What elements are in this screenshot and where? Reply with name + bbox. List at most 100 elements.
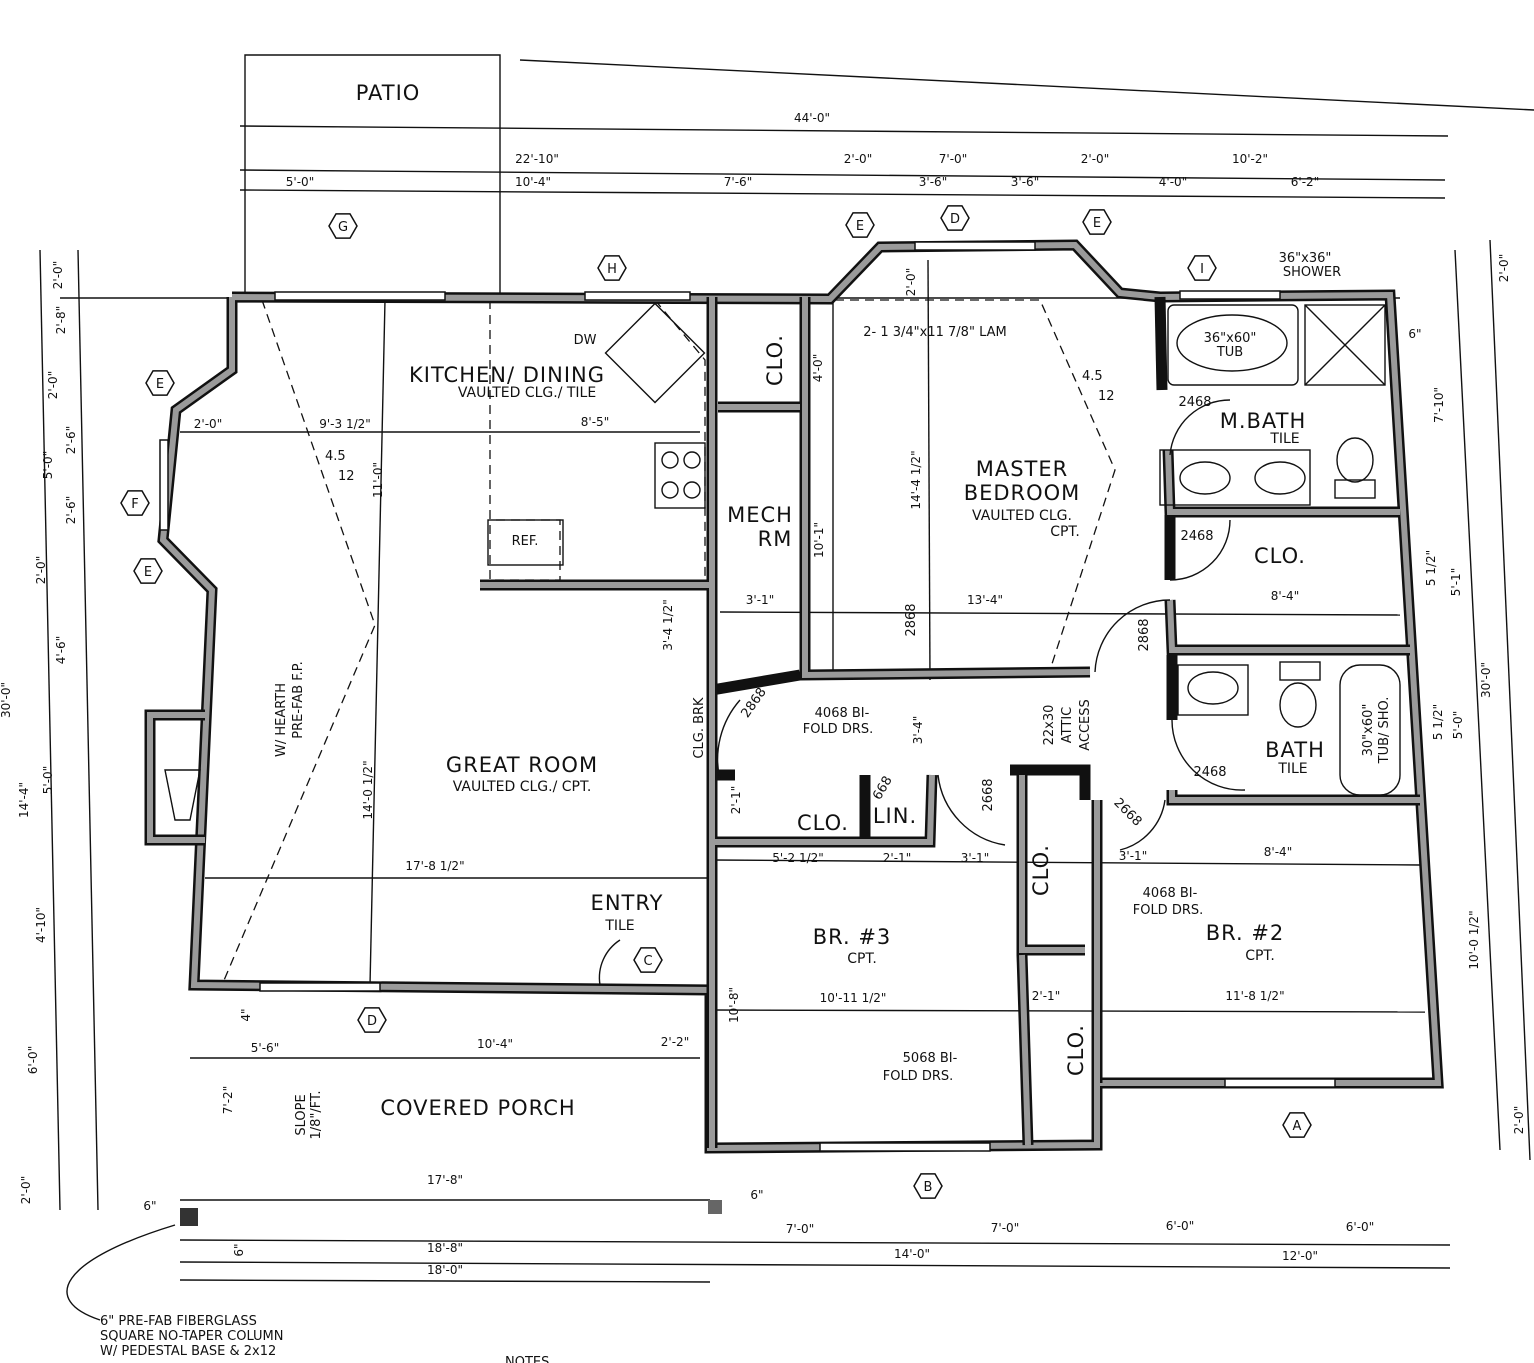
dimension-porch: 6" — [750, 1188, 763, 1202]
room-great: GREAT ROOM — [446, 753, 598, 777]
room-entry: ENTRY — [591, 891, 664, 915]
refrigerator — [487, 519, 564, 566]
tubsho-label-2: TUB/ SHO. — [1377, 697, 1392, 765]
dimension-top: 7'-6" — [724, 175, 752, 189]
elevation-tag-hexagon — [845, 212, 875, 238]
room-master-floor: CPT. — [1050, 524, 1080, 540]
dimension-top: 3'-6" — [1011, 175, 1039, 189]
dimension-porch: 10'-4" — [477, 1037, 513, 1051]
bifold-3a: 5068 BI- — [903, 1051, 958, 1066]
porch-column — [180, 1208, 198, 1226]
attic-label-2: ATTIC — [1060, 707, 1075, 743]
elevation-tag-f: F — [131, 497, 138, 512]
walls — [144, 239, 1444, 1154]
elevation-tag-e: E — [144, 565, 152, 580]
elevation-tag-hexagon — [597, 255, 627, 281]
bifold-1b: FOLD DRS. — [803, 722, 874, 737]
room-mbath-sub: TILE — [1269, 431, 1299, 447]
dimension-top: 6'-2" — [1291, 175, 1319, 189]
slope-label-2: 1/8"/FT. — [309, 1090, 324, 1139]
dimension-interior: 8'-4" — [1264, 845, 1292, 859]
dimension-top: 5'-0" — [286, 175, 314, 189]
attic-label-3: ACCESS — [1078, 699, 1093, 751]
room-kitchen: KITCHEN/ DINING — [409, 363, 605, 387]
dimension-interior: 11'-8 1/2" — [1225, 989, 1284, 1003]
dimension-interior: 3'-1" — [1119, 849, 1147, 863]
dimension-interior: 4'-0" — [811, 354, 825, 382]
pitch-2: 4.5 — [1082, 369, 1103, 384]
dimension-interior: 10'-8" — [727, 987, 741, 1023]
dimension-porch: 5'-6" — [251, 1041, 279, 1055]
dimension-left: 2'-0" — [19, 1176, 33, 1204]
dimension-left: 5'-0" — [41, 451, 55, 479]
elevation-tag-hexagon — [633, 947, 663, 973]
dimension-interior: 2'-1" — [1032, 989, 1060, 1003]
room-br3: BR. #3 — [813, 925, 892, 949]
dimension-interior: 14'-0 1/2" — [361, 760, 375, 819]
dimension-interior: 8'-4" — [1271, 589, 1299, 603]
porch-column — [708, 1200, 722, 1214]
dimension-left: 2'-6" — [64, 496, 78, 524]
dimension-interior: 2'-0" — [904, 268, 918, 296]
fixtures — [164, 302, 1401, 821]
dimension-left: 2'-0" — [51, 261, 65, 289]
room-mbath: M.BATH — [1220, 409, 1307, 433]
room-br2-sub: CPT. — [1245, 948, 1275, 964]
door-size-label: 2868 — [1137, 618, 1152, 651]
column-note-3: W/ PEDESTAL BASE & 2x12 — [100, 1344, 276, 1359]
pitch-1: 4.5 — [325, 449, 346, 464]
elevation-tag-hexagon — [145, 370, 175, 396]
dimension-porch: 6" — [143, 1199, 156, 1213]
room-entry-sub: TILE — [604, 918, 634, 934]
elevation-tag-e: E — [1093, 216, 1101, 231]
dimension-left: 30'-0" — [0, 682, 13, 718]
dimension-porch: 2'-2" — [661, 1035, 689, 1049]
door-size-label: 2668 — [1110, 796, 1144, 830]
column-note-1: 6" PRE-FAB FIBERGLASS — [100, 1314, 257, 1329]
dimension-interior: 2'-1" — [729, 786, 743, 814]
elevation-tag-c: C — [643, 954, 652, 969]
elevation-tag-hexagon — [913, 1173, 943, 1199]
dimension-right: 2'-0" — [1512, 1106, 1526, 1134]
dimension-left: 2'-0" — [34, 556, 48, 584]
bifold-1a: 4068 BI- — [815, 706, 870, 721]
tub-label: 36"x60" — [1204, 331, 1257, 346]
dimension-left: 2'-6" — [64, 426, 78, 454]
dimension-porch: 6" — [232, 1243, 246, 1256]
elevation-tag-h: H — [607, 262, 617, 277]
tub-outline — [1167, 304, 1299, 386]
dimension-interior: 3'-1" — [746, 593, 774, 607]
bifold-3b: FOLD DRS. — [883, 1069, 954, 1084]
dimension-porch: 7'-2" — [221, 1086, 235, 1114]
room-master-1: MASTER — [976, 457, 1069, 481]
pitch-1-denominator: 12 — [338, 469, 355, 484]
dimension-porch: 4" — [239, 1008, 253, 1021]
dimension-bottom: 6'-0" — [1166, 1219, 1194, 1233]
room-patio: PATIO — [356, 81, 421, 105]
bifold-2a: 4068 BI- — [1143, 886, 1198, 901]
elevation-tag-i: I — [1200, 262, 1204, 277]
dimension-top: 4'-0" — [1159, 175, 1187, 189]
generated-annotations: 44'-0"22'-10"2'-0"7'-0"2'-0"10'-2"5'-0"1… — [0, 111, 1526, 1277]
dimension-bottom: 7'-0" — [786, 1222, 814, 1236]
elevation-tag-hexagon — [357, 1007, 387, 1033]
dimension-left: 2'-8" — [54, 306, 68, 334]
dimension-interior: 8'-5" — [581, 415, 609, 429]
dimension-top: 22'-10" — [515, 152, 559, 166]
room-br3-sub: CPT. — [847, 951, 877, 967]
dimension-interior: 17'-8 1/2" — [405, 859, 464, 873]
tubsho-label-1: 30"x60" — [1361, 704, 1376, 757]
elevation-tag-hexagon — [328, 213, 358, 239]
dimension-right: 5'-0" — [1451, 711, 1465, 739]
dimension-right: 5'-1" — [1449, 568, 1463, 596]
column-leader — [66, 1224, 176, 1321]
dimension-right: 5 1/2" — [1424, 550, 1438, 586]
dimension-bottom: 14'-0" — [894, 1247, 930, 1261]
dimension-interior: 2'-1" — [883, 851, 911, 865]
dimension-top: 2'-0" — [844, 152, 872, 166]
elevation-tag-hexagon — [1282, 1112, 1312, 1138]
sheet-border — [519, 59, 1534, 111]
dimension-porch: 17'-8" — [427, 1173, 463, 1187]
room-mech-2: RM — [758, 527, 793, 551]
